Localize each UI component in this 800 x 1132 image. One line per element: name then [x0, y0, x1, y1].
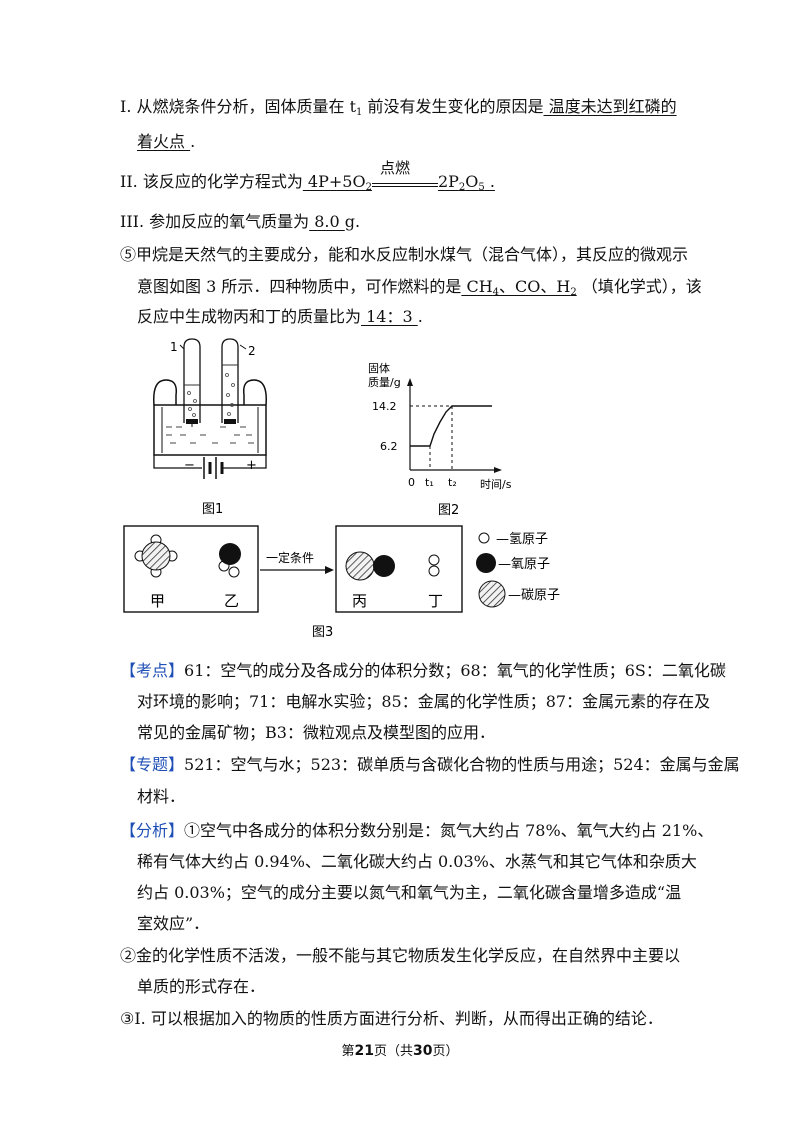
kaodian-line1: 【考点】61：空气的成分及各成分的体积分数；68：氧气的化学性质；6S：二氧化碳 — [120, 661, 726, 680]
figure-3-caption: 图3 — [312, 625, 333, 640]
zhuanti-line1: 【专题】521：空气与水；523：碳单质与含碳化合物的性质与用途；524：金属与… — [120, 755, 740, 774]
fenxi-line4: 室效应”． — [137, 914, 210, 933]
figure-2-caption: 图2 — [438, 503, 459, 518]
question-5-line3: 反应中生成物丙和丁的质量比为 14：3 . — [137, 307, 423, 326]
figure-1-electrolysis: 1 2 − + 图1 — [153, 338, 267, 517]
fenxi-line3: 约占 0.03%；空气的成分主要以氮气和氧气为主，二氧化碳含量增多造成“温 — [137, 883, 682, 902]
hydrogen-molecule — [428, 554, 440, 577]
page-total: 30 — [413, 1043, 433, 1059]
fenxi-line1: 【分析】①空气中各成分的体积分数分别是：氮气大约占 78%、氧气大约占 21%、 — [120, 821, 714, 840]
question-5-line2: 意图如图 3 所示．四种物质中，可作燃料的是 CH4、CO、H2 （填化学式），… — [137, 277, 702, 298]
reaction-condition-arrow: 点燃 — [371, 159, 438, 193]
question-i-line2: 着火点 . — [137, 132, 196, 151]
legend-hydrogen-icon — [478, 532, 490, 544]
equation-rhs: 2P2O5 . — [437, 172, 495, 193]
figure-3-reaction-diagram: 甲 乙 一定条件 丙 丁 —氢原子 —氧原子 —碳原子 图3 — [123, 525, 560, 640]
figure-2-mass-graph: 固体 质量/g 14.2 6.2 0 t₁ t₂ 时间/s 图2 — [368, 361, 512, 518]
water-molecule — [218, 543, 241, 578]
fenxi-line5: ②金的化学性质不活泼，一般不能与其它物质发生化学反应，在自然界中主要以 — [120, 946, 681, 965]
figure-1-caption: 图1 — [202, 502, 223, 517]
fenxi-line2: 稀有气体大约占 0.94%、二氧化碳大约占 0.03%、水蒸气和其它气体和杂质大 — [137, 852, 697, 871]
question-i-line1: I. 从燃烧条件分析，固体质量在 t1 前没有发生变化的原因是 温度未达到红磷的 — [120, 97, 677, 118]
label-bing: 丙 — [352, 592, 367, 610]
kaodian-line3: 常见的金属矿物；B3：微粒观点及模型图的应用． — [137, 723, 495, 742]
carbon-monoxide-molecule — [345, 551, 395, 581]
label-yi: 乙 — [224, 592, 239, 610]
x-axis-label: 时间/s — [480, 478, 512, 491]
positive-terminal: + — [246, 458, 257, 473]
y-axis-label-line1: 固体 — [368, 361, 390, 375]
reaction-condition-label: 一定条件 — [266, 550, 314, 565]
answer-fuels: CH4、CO、H2 — [461, 277, 577, 298]
answer-ratio: 14：3 — [361, 307, 418, 326]
tube-1-label: 1 — [170, 340, 178, 354]
equation-lhs: 4P+5O2 — [302, 172, 372, 193]
label-jia: 甲 — [150, 592, 165, 610]
kaodian-tag: 【考点】 — [120, 661, 185, 680]
zhuanti-line2: 材料． — [137, 787, 186, 806]
x-tick-t1: t₁ — [425, 476, 434, 489]
x-tick-t2: t₂ — [448, 476, 457, 489]
page-footer: 第21页（共30页） — [341, 1043, 459, 1059]
negative-terminal: − — [184, 458, 195, 473]
y-tick-low: 6.2 — [380, 440, 398, 453]
kaodian-line2: 对环境的影响；71：电解水实验；85：金属的化学性质；87：金属元素的存在及 — [137, 692, 711, 711]
page-number: 21 — [354, 1043, 374, 1059]
legend-hydrogen: —氢原子 — [496, 532, 548, 547]
y-tick-high: 14.2 — [372, 400, 397, 413]
fenxi-tag: 【分析】 — [120, 821, 185, 840]
methane-molecule — [134, 534, 178, 578]
answer-iii: 8.0 — [309, 212, 345, 231]
answer-i: 温度未达到红磷的 — [543, 97, 677, 116]
legend-oxygen-icon — [476, 553, 496, 573]
tube-2-label: 2 — [248, 344, 256, 358]
question-5-line1: ⑤甲烷是天然气的主要成分，能和水反应制水煤气（混合气体），其反应的微观示 — [120, 245, 689, 264]
legend-carbon-icon — [478, 580, 506, 608]
zhuanti-tag: 【专题】 — [120, 755, 185, 774]
mass-curve — [410, 405, 492, 447]
label-ding: 丁 — [428, 592, 443, 610]
fenxi-line6: 单质的形式存在． — [137, 977, 266, 996]
legend-carbon: —碳原子 — [508, 588, 560, 603]
y-axis-label-line2: 质量/g — [368, 376, 401, 389]
x-origin: 0 — [408, 476, 415, 489]
question-iii: III. 参加反应的氧气质量为 8.0 g. — [120, 212, 361, 231]
legend-oxygen: —氧原子 — [498, 557, 550, 572]
fenxi-line7: ③I. 可以根据加入的物质的性质方面进行分析、判断，从而得出正确的结论． — [120, 1009, 663, 1028]
